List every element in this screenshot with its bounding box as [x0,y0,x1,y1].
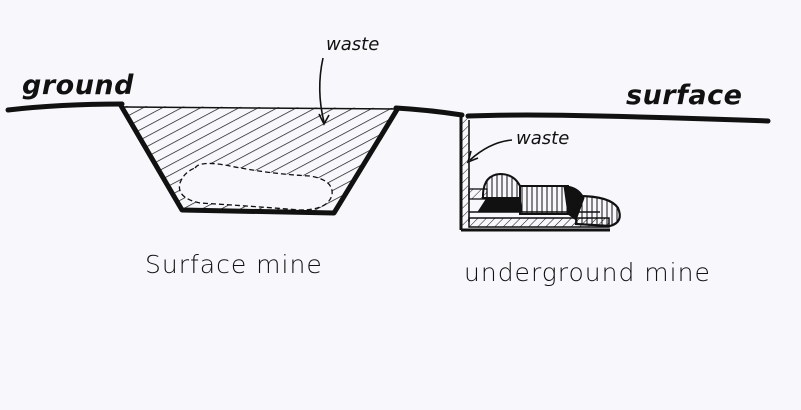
mine-shaft-hatching [462,118,468,228]
waste-arrowhead-surface [318,113,330,126]
ore-stope-dark [477,197,523,213]
surface-label: surface [626,80,743,111]
ore-stope-right [574,194,621,228]
underground-mine-caption: underground mine [464,258,711,287]
ore-stope-left [482,172,521,199]
waste-label-surface: waste [326,34,380,55]
ground-label: ground [22,70,134,101]
surface-pit-top-edge [123,106,397,110]
ground-line-middle [393,105,465,118]
surface-line-right [465,112,771,124]
surface-ore-body [178,162,333,211]
surface-mine-caption: Surface mine [145,250,323,279]
waste-arrow-surface [318,57,325,123]
ground-line-left [5,101,125,113]
waste-arrow-underground [469,139,513,161]
surface-pit-outline [117,102,401,216]
waste-arrowhead-underground [466,150,479,164]
waste-label-underground: waste [516,128,570,149]
